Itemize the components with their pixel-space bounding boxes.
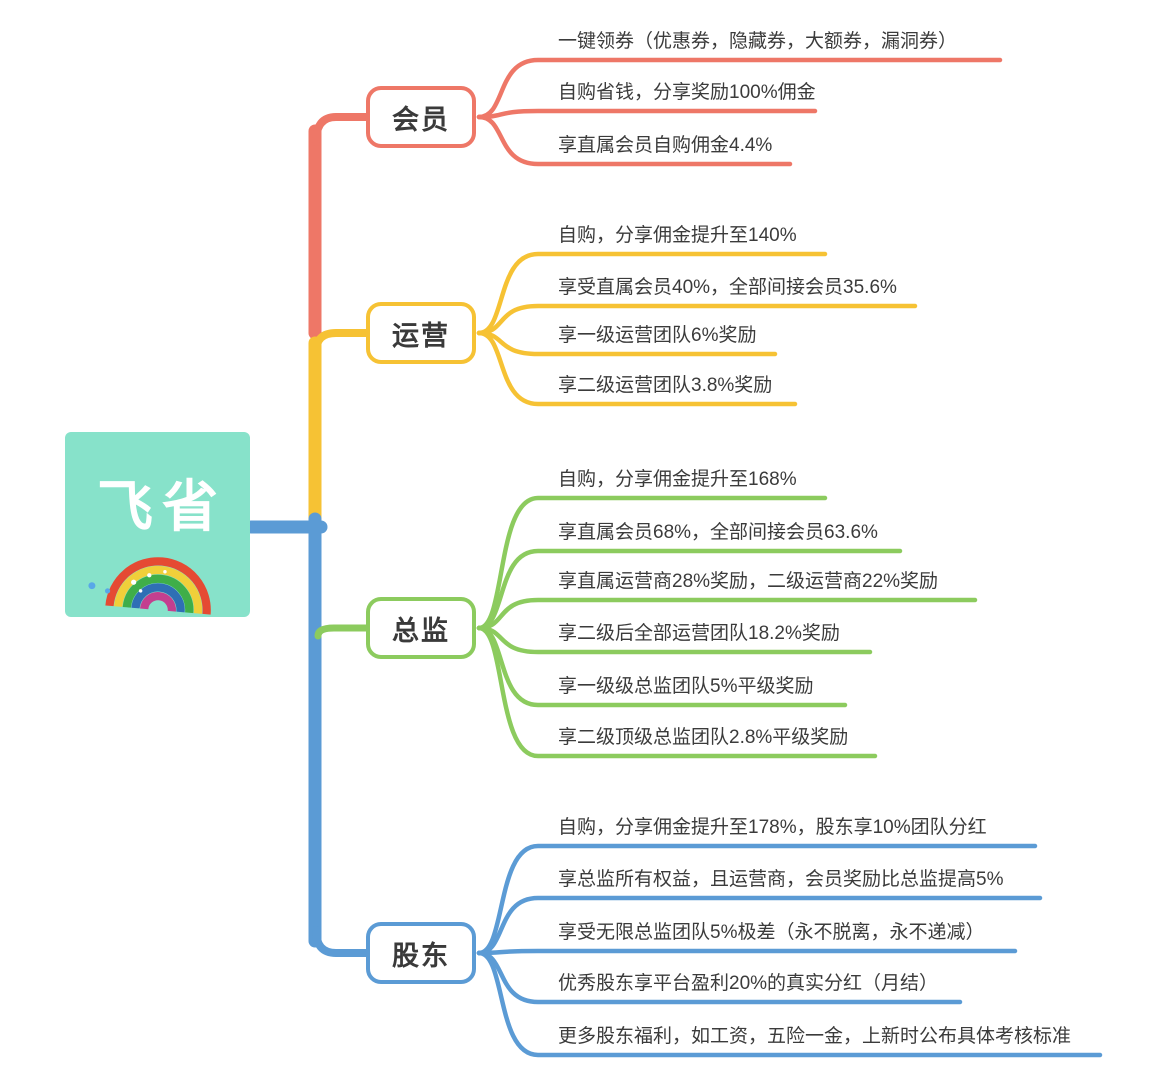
trunk-director-elbow (314, 624, 370, 640)
leaf-node-shareholder-2[interactable]: 享总监所有权益，且运营商，会员奖励比总监提高5% (558, 869, 1004, 890)
branch-node-director[interactable]: 总监 (366, 597, 476, 659)
rainbow-arc (122, 574, 193, 614)
leaf-line-shareholder-2 (476, 895, 1043, 956)
sparkle-dot (146, 573, 151, 578)
leaf-node-operation-1[interactable]: 自购，分享佣金提升至140% (558, 225, 797, 246)
leaf-node-shareholder-5[interactable]: 更多股东福利，如工资，五险一金，上新时公布具体考核标准 (558, 1026, 1072, 1047)
sparkle-dot (162, 570, 167, 574)
leaf-line-director-6 (476, 625, 878, 759)
rainbow-arc (104, 557, 211, 615)
leaf-node-director-6[interactable]: 享二级顶级总监团队2.8%平级奖励 (558, 727, 849, 748)
trunk-operation-elbow (312, 329, 370, 356)
leaf-node-shareholder-3[interactable]: 享受无限总监团队5%极差（永不脱离，永不递减） (558, 922, 985, 943)
leaf-node-director-2[interactable]: 享直属会员68%，全部间接会员63.6% (558, 522, 878, 543)
sparkle-dot (130, 579, 136, 585)
root-node[interactable]: 飞省 (65, 432, 250, 617)
leaf-line-director-2 (476, 548, 903, 631)
leaf-line-director-1 (476, 495, 828, 631)
leaf-line-shareholder-3 (476, 948, 1018, 956)
leaf-line-shareholder-5 (476, 950, 1103, 1058)
leaf-node-operation-4[interactable]: 享二级运营团队3.8%奖励 (558, 375, 773, 396)
rainbow-arc (139, 592, 176, 612)
leaf-node-operation-3[interactable]: 享一级运营团队6%奖励 (558, 325, 757, 346)
leaf-node-member-1[interactable]: 一键领券（优惠券，隐藏券，大额券，漏洞券） (558, 31, 958, 52)
leaf-node-member-3[interactable]: 享直属会员自购佣金4.4% (558, 135, 773, 156)
leaf-line-operation-1 (476, 251, 828, 336)
leaf-line-member-2 (476, 108, 818, 120)
leaf-node-director-3[interactable]: 享直属运营商28%奖励，二级运营商22%奖励 (558, 571, 939, 592)
sparkle-dot (138, 589, 142, 593)
leaf-line-member-1 (476, 57, 1003, 120)
trunk-shareholder-elbow (312, 926, 370, 957)
logo-text: 飞省 (97, 475, 227, 538)
rainbow-icon (87, 557, 211, 615)
sparkle-dot (87, 582, 95, 590)
leaf-node-operation-2[interactable]: 享受直属会员40%，全部间接会员35.6% (558, 277, 897, 298)
leaf-line-operation-4 (476, 330, 798, 407)
rainbow-arc (113, 565, 202, 614)
leaf-node-director-4[interactable]: 享二级后全部运营团队18.2%奖励 (558, 623, 840, 644)
sparkle-dot (104, 588, 110, 594)
leaf-line-member-3 (476, 114, 793, 167)
leaf-node-director-1[interactable]: 自购，分享佣金提升至168% (558, 469, 797, 490)
trunk-member-elbow (312, 113, 370, 146)
leaf-node-director-5[interactable]: 享一级级总监团队5%平级奖励 (558, 676, 814, 697)
branch-node-shareholder[interactable]: 股东 (366, 922, 476, 984)
branch-node-operation[interactable]: 运营 (366, 302, 476, 364)
rainbow-arc (130, 583, 185, 613)
leaf-node-shareholder-4[interactable]: 优秀股东享平台盈利20%的真实分红（月结） (558, 973, 939, 994)
leaf-node-member-2[interactable]: 自购省钱，分享奖励100%佣金 (558, 82, 816, 103)
branch-node-member[interactable]: 会员 (366, 86, 476, 148)
leaf-node-shareholder-1[interactable]: 自购，分享佣金提升至178%，股东享10%团队分红 (558, 817, 987, 838)
